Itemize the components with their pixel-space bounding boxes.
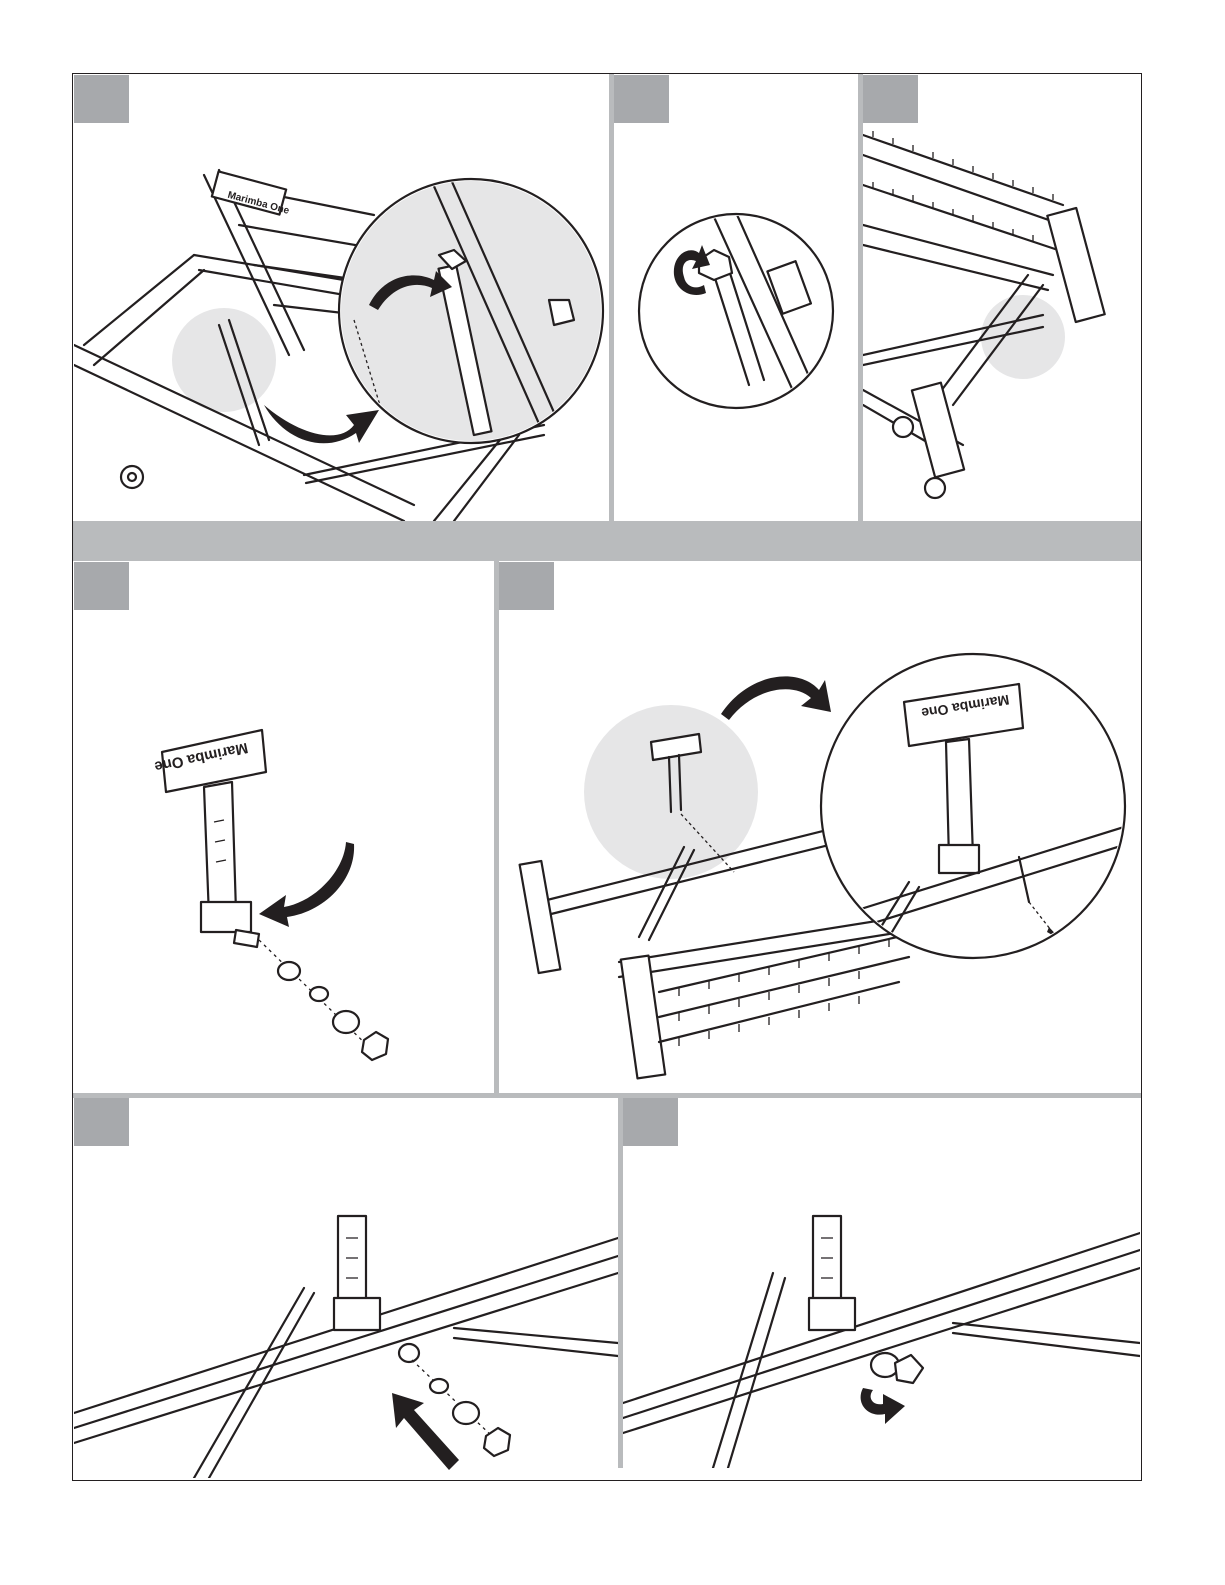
back-rail [454, 1328, 618, 1356]
bolt [234, 930, 259, 947]
detail-zoom-circle [639, 214, 833, 408]
mount-bracket [809, 1298, 855, 1330]
knob [895, 1355, 923, 1383]
step-4-illustration: Marimba One [74, 562, 494, 1093]
step-6-illustration [74, 1098, 618, 1478]
washer [430, 1379, 448, 1393]
step-2-illustration [614, 75, 858, 521]
step-3-panel [863, 75, 1140, 521]
step-number-tab [74, 75, 129, 123]
stand-post [946, 739, 973, 860]
diagonal-brace [194, 1288, 314, 1478]
mount-bracket [939, 845, 979, 873]
caster-wheel [893, 417, 913, 437]
row-divider-bar [73, 521, 1141, 561]
step-number-tab [623, 1098, 678, 1146]
caster-wheel [925, 478, 945, 498]
knob [362, 1032, 388, 1060]
step-2-panel [614, 75, 858, 521]
step-number-tab [614, 75, 669, 123]
step-4-panel: Marimba One [74, 562, 494, 1093]
curved-arrow-icon [264, 405, 379, 443]
step-7-panel [623, 1098, 1140, 1468]
step-1-panel: Marimba One [74, 75, 609, 521]
knob [484, 1428, 510, 1456]
keyboard-bar [863, 135, 1063, 290]
back-rail [953, 1323, 1140, 1356]
step-5-illustration: Marimba One [499, 562, 1140, 1093]
curved-arrow-icon [259, 842, 354, 927]
caster-wheel [121, 466, 143, 488]
spacer [399, 1344, 419, 1362]
stand-post [204, 782, 236, 917]
lock-nut [333, 1011, 359, 1033]
step-number-tab [863, 75, 918, 123]
step-1-illustration: Marimba One [74, 75, 609, 521]
lock-nut [453, 1402, 479, 1424]
step-6-panel [74, 1098, 618, 1478]
end-board [1047, 208, 1104, 322]
curved-arrow-icon [721, 676, 831, 720]
step-7-illustration [623, 1098, 1140, 1468]
leg-block [912, 383, 964, 478]
frame-rail [623, 1233, 1140, 1433]
washer [310, 987, 328, 1001]
spacer [278, 962, 300, 980]
step-number-tab [74, 1098, 129, 1146]
bracket [549, 300, 574, 325]
step-number-tab [74, 562, 129, 610]
rotate-arrow-icon [861, 1388, 905, 1424]
straight-arrow-icon [392, 1393, 459, 1470]
step-3-illustration [863, 75, 1140, 521]
mount-bracket [334, 1298, 380, 1330]
leg-block [520, 861, 561, 973]
highlight-circle [172, 308, 276, 412]
step-number-tab [499, 562, 554, 610]
mount-bracket [201, 902, 251, 932]
step-5-panel: Marimba One [499, 562, 1140, 1093]
